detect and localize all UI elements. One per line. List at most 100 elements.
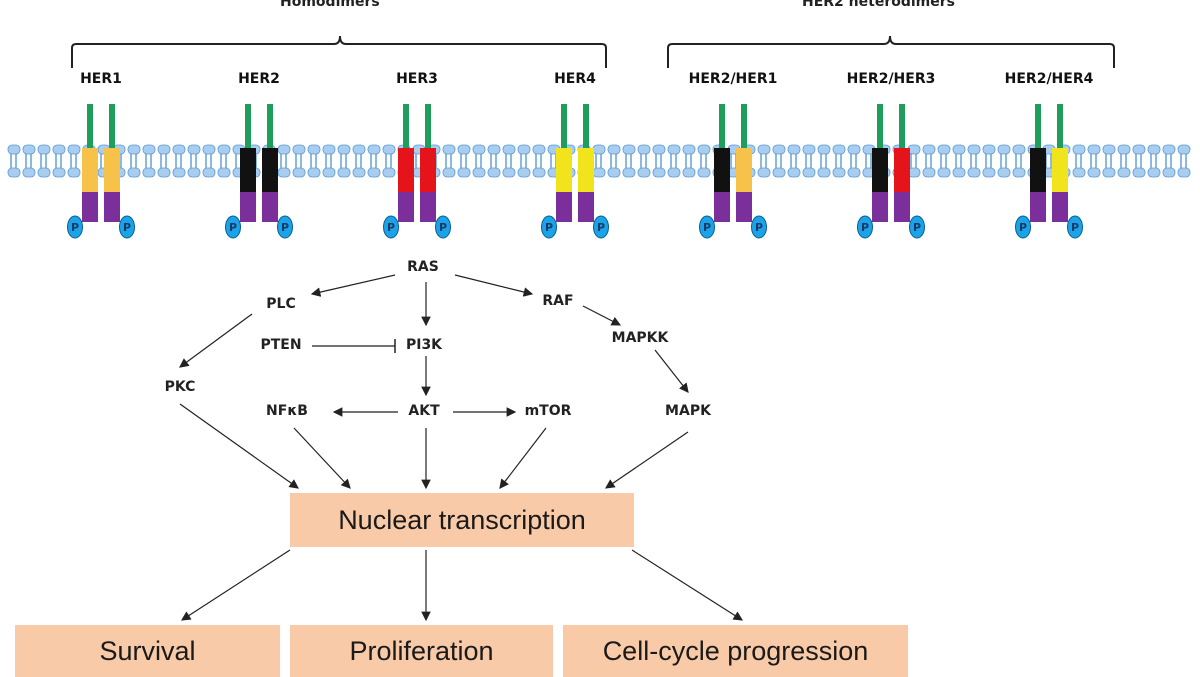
lipid-unit (322, 144, 336, 178)
lipid-unit (217, 144, 231, 178)
lipid-unit (922, 144, 936, 178)
extracellular-domain (1035, 104, 1041, 148)
phosphate-marker: P (541, 215, 557, 239)
homodimers-brace (71, 35, 607, 68)
kinase-domain (240, 192, 256, 222)
lipid-unit (802, 144, 816, 178)
lipid-unit (682, 144, 696, 178)
lipid-unit (817, 144, 831, 178)
lipid-unit (532, 144, 546, 178)
lipid-unit (847, 144, 861, 178)
arrow-nfkb-nuclear (293, 427, 351, 489)
lipid-unit (1102, 144, 1116, 178)
lipid-unit (127, 144, 141, 178)
kinase-domain (578, 192, 594, 222)
arrow-nuclear-cellcycle (631, 549, 744, 621)
phosphate-marker: P (225, 215, 241, 239)
transmembrane-domain (420, 148, 436, 192)
lipid-unit (622, 144, 636, 178)
lipid-unit (337, 144, 351, 178)
lipid-unit (982, 144, 996, 178)
lipid-unit (1117, 144, 1131, 178)
receptor-label-her3: HER3 (396, 71, 438, 87)
node-plc: PLC (266, 296, 296, 312)
lipid-unit (472, 144, 486, 178)
transmembrane-domain (262, 148, 278, 192)
extracellular-domain (425, 104, 431, 148)
extracellular-domain (267, 104, 273, 148)
cell-cycle-progression-box: Cell-cycle progression (563, 625, 908, 677)
node-pten: PTEN (260, 337, 302, 353)
lipid-unit (277, 144, 291, 178)
node-nfkb: NFκB (266, 403, 308, 419)
lipid-unit (157, 144, 171, 178)
lipid-unit (592, 144, 606, 178)
lipid-unit (367, 144, 381, 178)
lipid-unit (667, 144, 681, 178)
lipid-unit (292, 144, 306, 178)
lipid-unit (487, 144, 501, 178)
svg-text:P: P (755, 221, 763, 234)
node-mapkk: MAPKK (611, 330, 669, 346)
extracellular-domain (87, 104, 93, 148)
phosphate-marker: P (699, 215, 715, 239)
extracellular-domain (877, 104, 883, 148)
lipid-unit (697, 144, 711, 178)
lipid-unit (142, 144, 156, 178)
receptor-label-her4: HER4 (554, 71, 596, 87)
transmembrane-domain (872, 148, 888, 192)
node-ras: RAS (407, 259, 439, 275)
receptor-label-her1: HER1 (80, 71, 122, 87)
phosphate-marker: P (435, 215, 451, 239)
svg-text:P: P (1071, 221, 1079, 234)
receptor-label-her2-her4: HER2/HER4 (1004, 71, 1094, 87)
lipid-unit (442, 144, 456, 178)
transmembrane-domain (578, 148, 594, 192)
arrow-plc-pkc (179, 313, 253, 368)
kinase-domain (1052, 192, 1068, 222)
lipid-unit (787, 144, 801, 178)
phosphate-marker: P (383, 215, 399, 239)
svg-text:P: P (439, 221, 447, 234)
kinase-domain (556, 192, 572, 222)
transmembrane-domain (1052, 148, 1068, 192)
lipid-unit (937, 144, 951, 178)
svg-text:P: P (281, 221, 289, 234)
kinase-domain (104, 192, 120, 222)
kinase-domain (872, 192, 888, 222)
proliferation-box: Proliferation (290, 625, 553, 677)
extracellular-domain (403, 104, 409, 148)
svg-text:P: P (1019, 221, 1027, 234)
kinase-domain (894, 192, 910, 222)
extracellular-domain (719, 104, 725, 148)
extracellular-domain (741, 104, 747, 148)
lipid-unit (1012, 144, 1026, 178)
node-mtor: mTOR (524, 403, 572, 419)
kinase-domain (420, 192, 436, 222)
svg-text:P: P (545, 221, 553, 234)
nuclear-transcription-box: Nuclear transcription (290, 493, 634, 547)
phosphate-marker: P (857, 215, 873, 239)
svg-text:P: P (861, 221, 869, 234)
lipid-unit (37, 144, 51, 178)
phosphate-marker: P (751, 215, 767, 239)
phosphate-marker: P (1067, 215, 1083, 239)
lipid-unit (637, 144, 651, 178)
svg-text:P: P (229, 221, 237, 234)
lipid-unit (22, 144, 36, 178)
lipid-unit (1087, 144, 1101, 178)
arrow-pkc-nuclear (179, 403, 299, 489)
arrow-mtor-nuclear (499, 427, 547, 489)
lipid-unit (7, 144, 21, 178)
lipid-unit (202, 144, 216, 178)
survival-box: Survival (15, 625, 280, 677)
node-pkc: PKC (164, 379, 196, 395)
lipid-unit (832, 144, 846, 178)
lipid-unit (757, 144, 771, 178)
transmembrane-domain (82, 148, 98, 192)
